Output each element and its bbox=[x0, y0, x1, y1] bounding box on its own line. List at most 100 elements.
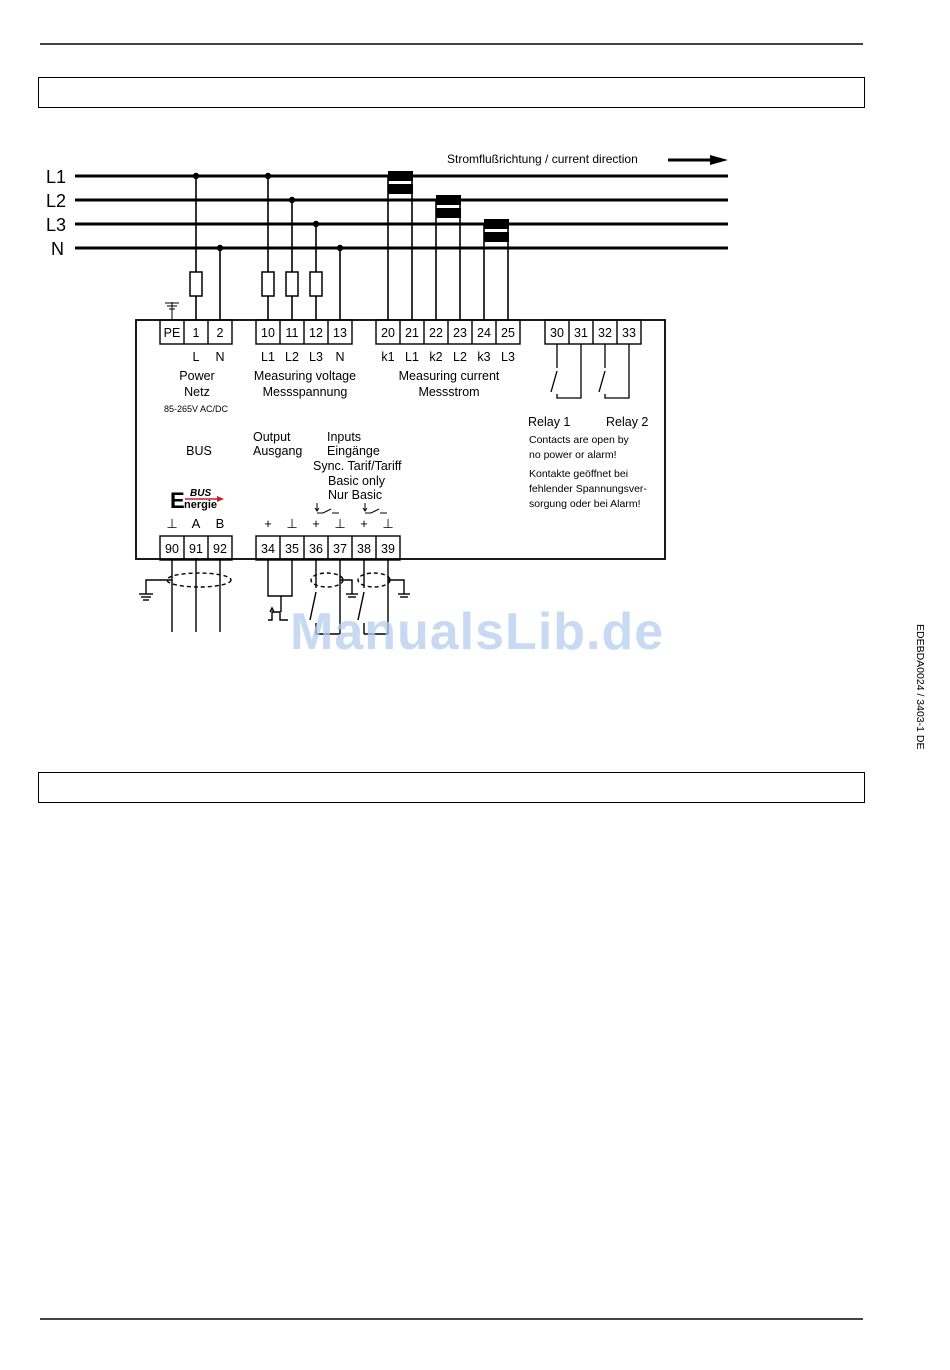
terminal-sublabel: L bbox=[193, 350, 200, 364]
terminal-number: 37 bbox=[333, 542, 347, 556]
terminal-sublabel: ⊥ bbox=[286, 516, 297, 531]
terminal-number: 36 bbox=[309, 542, 323, 556]
terminal-number: 23 bbox=[453, 326, 467, 340]
terminal-sublabel: N bbox=[335, 350, 344, 364]
top-terminal-strip-voltage bbox=[255, 319, 353, 345]
terminal-sublabel: L1 bbox=[405, 350, 419, 364]
terminal-number: 31 bbox=[574, 326, 588, 340]
terminal-number: 91 bbox=[189, 542, 203, 556]
terminal-number: 24 bbox=[477, 326, 491, 340]
terminal-number: 21 bbox=[405, 326, 419, 340]
relay-note-en: Contacts are open by bbox=[529, 434, 630, 446]
terminal-number: 92 bbox=[213, 542, 227, 556]
junction-dots bbox=[192, 172, 344, 252]
power-rating: 85-265V AC/DC bbox=[164, 404, 229, 414]
direction-label: Stromflußrichtung / current direction bbox=[447, 152, 638, 166]
measuring-current-label: Measuring current bbox=[399, 369, 500, 383]
top-terminal-strip-power bbox=[159, 319, 233, 345]
line-label-l1: L1 bbox=[46, 167, 66, 187]
relay-note-de: fehlender Spannungsver- bbox=[529, 483, 647, 495]
terminal-sublabel: k1 bbox=[381, 350, 394, 364]
relay-1-label: Relay 1 bbox=[528, 415, 570, 429]
terminal-number: 1 bbox=[193, 326, 200, 340]
terminal-sublabel: + bbox=[264, 516, 272, 531]
terminal-number: 11 bbox=[286, 326, 299, 340]
terminal-number: PE bbox=[164, 326, 181, 340]
terminal-number: 34 bbox=[261, 542, 275, 556]
terminal-sublabel: N bbox=[215, 350, 224, 364]
top-terminal-strip-relay bbox=[544, 319, 642, 345]
bottom-terminal-strip-io bbox=[255, 535, 401, 561]
terminal-sublabel: L2 bbox=[453, 350, 467, 364]
inputs-label-de: Eingänge bbox=[327, 444, 380, 458]
energie-bus-logo: E BUS nergie bbox=[170, 488, 224, 513]
relay-contacts bbox=[550, 344, 630, 399]
terminal-sublabel: L2 bbox=[285, 350, 299, 364]
terminal-sublabel: ⊥ bbox=[166, 516, 177, 531]
terminal-sublabel: L3 bbox=[309, 350, 323, 364]
terminal-sublabel: A bbox=[192, 516, 201, 531]
terminal-number: 30 bbox=[550, 326, 564, 340]
terminal-sublabel: + bbox=[360, 516, 368, 531]
top-terminal-strip-current bbox=[375, 319, 521, 345]
section-box bbox=[38, 772, 865, 803]
input-switch-wiring bbox=[309, 560, 410, 635]
power-label: Power bbox=[179, 369, 214, 383]
output-pulse-wiring bbox=[267, 560, 293, 621]
terminal-sublabel: k2 bbox=[429, 350, 442, 364]
inputs-basic-only: Basic only bbox=[328, 474, 386, 488]
watermark: ManualsLib.de bbox=[290, 603, 665, 661]
terminal-sublabel: k3 bbox=[477, 350, 490, 364]
terminal-sublabel: ⊥ bbox=[382, 516, 393, 531]
line-label-l2: L2 bbox=[46, 191, 66, 211]
measuring-voltage-label-de: Messspannung bbox=[263, 385, 348, 399]
document-code: EDEBDA0024 / 3403-1 DE bbox=[914, 624, 926, 750]
measuring-voltage-label: Measuring voltage bbox=[254, 369, 356, 383]
relay-2-label: Relay 2 bbox=[606, 415, 648, 429]
input-contact-icon bbox=[362, 503, 387, 514]
terminal-number: 38 bbox=[357, 542, 371, 556]
terminal-number: 13 bbox=[333, 326, 347, 340]
bus-cable-wiring bbox=[139, 560, 232, 632]
inputs-label: Inputs bbox=[327, 430, 361, 444]
top-rule bbox=[40, 43, 863, 45]
svg-text:E: E bbox=[170, 488, 185, 513]
relay-note-de: sorgung oder bei Alarm! bbox=[529, 498, 640, 510]
terminal-number: 20 bbox=[381, 326, 395, 340]
terminal-number: 32 bbox=[598, 326, 612, 340]
line-label-n: N bbox=[51, 239, 64, 259]
power-label-de: Netz bbox=[184, 385, 210, 399]
terminal-sublabel: + bbox=[312, 516, 320, 531]
logo-nergie-text: nergie bbox=[184, 499, 217, 511]
output-label-de: Ausgang bbox=[253, 444, 302, 458]
header-box bbox=[38, 77, 865, 108]
relay-note-en: no power or alarm! bbox=[529, 449, 617, 461]
terminal-sublabel: ⊥ bbox=[334, 516, 345, 531]
terminal-sublabel: L3 bbox=[501, 350, 515, 364]
terminal-number: 39 bbox=[381, 542, 395, 556]
terminal-number: 25 bbox=[501, 326, 515, 340]
line-label-l3: L3 bbox=[46, 215, 66, 235]
fuse-symbols bbox=[189, 271, 323, 297]
terminal-number: 2 bbox=[217, 326, 224, 340]
inputs-sync-tariff: Sync. Tarif/Tariff bbox=[313, 459, 402, 473]
measuring-current-label-de: Messstrom bbox=[418, 385, 479, 399]
direction-arrow bbox=[668, 155, 728, 165]
terminal-sublabel: B bbox=[216, 516, 225, 531]
terminal-number: 10 bbox=[261, 326, 275, 340]
terminal-number: 12 bbox=[309, 326, 323, 340]
terminal-number: 22 bbox=[429, 326, 443, 340]
terminal-number: 35 bbox=[285, 542, 299, 556]
terminal-number: 33 bbox=[622, 326, 636, 340]
terminal-sublabel: L1 bbox=[261, 350, 275, 364]
terminal-number: 90 bbox=[165, 542, 179, 556]
pe-earth-icon bbox=[165, 302, 179, 320]
bus-label: BUS bbox=[186, 444, 212, 458]
bottom-rule bbox=[40, 1318, 863, 1320]
input-contact-icon bbox=[314, 503, 339, 514]
output-label: Output bbox=[253, 430, 291, 444]
inputs-nur-basic: Nur Basic bbox=[328, 488, 382, 502]
current-transformer-cores bbox=[388, 171, 509, 242]
logo-bus-text: BUS bbox=[190, 488, 211, 499]
